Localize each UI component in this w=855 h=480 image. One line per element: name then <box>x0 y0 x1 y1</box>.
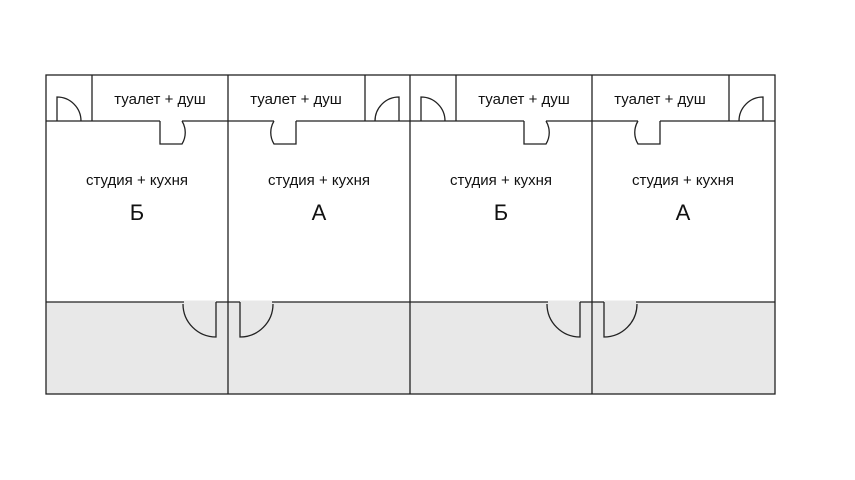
unit-letter: А <box>312 200 327 225</box>
entrance-door <box>239 302 274 338</box>
closet-door <box>374 96 400 122</box>
bathroom-label: туалет + душ <box>114 91 206 108</box>
studio-label: студия + кухня <box>450 172 552 189</box>
bathroom-door <box>523 120 550 145</box>
entrance-door <box>546 302 581 338</box>
unit-letter: Б <box>130 200 144 225</box>
bathroom-label: туалет + душ <box>614 91 706 108</box>
closet-door <box>56 96 82 122</box>
entrance-door <box>603 302 638 338</box>
bathroom-door <box>270 120 297 145</box>
bathroom-label: туалет + душ <box>250 91 342 108</box>
entrance-door <box>182 302 217 338</box>
closet-door <box>738 96 764 122</box>
unit-letter: Б <box>494 200 508 225</box>
studio-label: студия + кухня <box>86 172 188 189</box>
unit-letter: А <box>676 200 691 225</box>
bathroom-door <box>159 120 186 145</box>
studio-label: студия + кухня <box>632 172 734 189</box>
bathroom-label: туалет + душ <box>478 91 570 108</box>
bathroom-door <box>634 120 661 145</box>
studio-label: студия + кухня <box>268 172 370 189</box>
closet-door <box>420 96 446 122</box>
